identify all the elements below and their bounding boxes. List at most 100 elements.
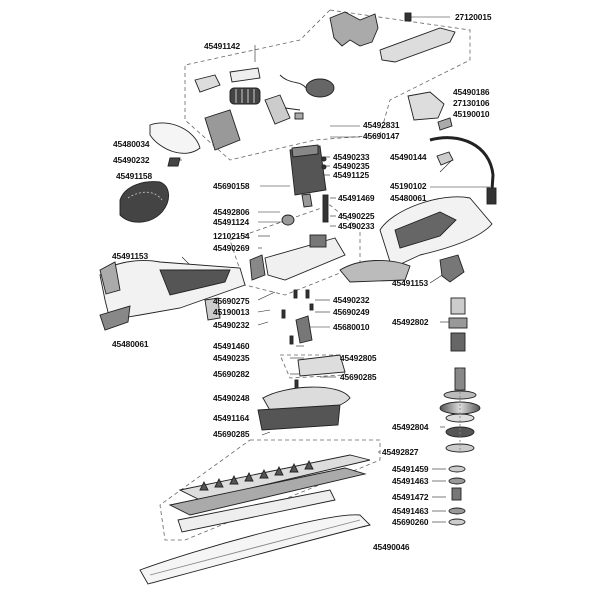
switch-assembly bbox=[194, 11, 456, 151]
cable-grip-45490144 bbox=[436, 151, 454, 166]
label-45680010: 45680010 bbox=[333, 322, 370, 332]
switch-bracket bbox=[194, 74, 221, 93]
label-45491142: 45491142 bbox=[204, 41, 240, 51]
label-45190102: 45190102 bbox=[390, 181, 427, 191]
label-45491469: 45491469 bbox=[338, 193, 375, 203]
label-45490235-a: 45490235 bbox=[333, 161, 370, 171]
handle-end bbox=[99, 261, 121, 295]
label-45490225: 45490225 bbox=[338, 211, 375, 221]
blade-group bbox=[139, 454, 371, 585]
washer-45491459 bbox=[448, 465, 466, 473]
label-45490232-a: 45490232 bbox=[113, 155, 150, 165]
bearing-block bbox=[309, 234, 327, 248]
label-45490186: 45490186 bbox=[453, 87, 490, 97]
blade-teeth bbox=[199, 459, 314, 491]
cord-plug bbox=[486, 187, 497, 205]
label-45490046: 45490046 bbox=[373, 542, 410, 552]
left-small-parts bbox=[119, 122, 201, 223]
cover-plate-outline bbox=[279, 354, 346, 379]
blade-cover-edge bbox=[149, 519, 361, 576]
handle-grip-insert bbox=[394, 211, 457, 249]
label-45480034: 45480034 bbox=[113, 139, 150, 149]
label-45690147: 45690147 bbox=[363, 131, 400, 141]
label-45491164: 45491164 bbox=[213, 413, 249, 423]
switch-module bbox=[229, 87, 261, 105]
right-handle-group bbox=[339, 91, 497, 283]
gear-housing-45492806 bbox=[264, 237, 346, 281]
clip-45190013 bbox=[204, 297, 221, 321]
blade-lower bbox=[168, 467, 367, 516]
label-45492831: 45492831 bbox=[363, 120, 400, 130]
switch-ribs bbox=[235, 89, 255, 103]
housing-rib bbox=[159, 269, 231, 296]
hand-strap bbox=[149, 122, 201, 154]
label-45190010: 45190010 bbox=[453, 109, 490, 119]
motor-top-cap bbox=[291, 144, 319, 158]
label-45491460: 45491460 bbox=[213, 341, 250, 351]
washer-45690260 bbox=[448, 518, 466, 526]
label-45690275: 45690275 bbox=[213, 296, 250, 306]
label-45491158: 45491158 bbox=[116, 171, 152, 181]
bushing-45491472 bbox=[451, 487, 462, 501]
label-12102154: 12102154 bbox=[213, 231, 250, 241]
blade-cover-45490046 bbox=[139, 514, 371, 585]
label-45491463-a: 45491463 bbox=[392, 476, 429, 486]
cable-holder-45490186 bbox=[407, 91, 445, 121]
label-45492827: 45492827 bbox=[382, 447, 419, 457]
label-45490233-b: 45490233 bbox=[338, 221, 375, 231]
spring-holder-45492802 bbox=[450, 297, 466, 315]
label-45491459: 45491459 bbox=[392, 464, 429, 474]
crank-45680010 bbox=[295, 315, 313, 344]
screw-45490232-top bbox=[167, 157, 181, 167]
power-cord-45190102 bbox=[429, 136, 495, 191]
label-45490144: 45490144 bbox=[390, 152, 427, 162]
label-45490248: 45490248 bbox=[213, 393, 250, 403]
plug-27130106 bbox=[437, 117, 453, 131]
switch-button-45491153 bbox=[439, 254, 465, 283]
label-45490233-a: 45490233 bbox=[333, 152, 370, 162]
label-45190013: 45190013 bbox=[213, 307, 250, 317]
blade-guide-bar bbox=[177, 489, 336, 533]
lower-cover bbox=[257, 404, 341, 431]
label-27120015: 27120015 bbox=[455, 12, 492, 22]
bearing-45491124 bbox=[281, 214, 295, 226]
label-45490232-b: 45490232 bbox=[333, 295, 370, 305]
motor-shaft bbox=[301, 193, 313, 208]
blade-assembly-outline bbox=[159, 439, 381, 541]
guard-cover-45491158 bbox=[119, 181, 169, 223]
terminal bbox=[294, 112, 304, 120]
label-45690285-a: 45690285 bbox=[340, 372, 377, 382]
label-45491472: 45491472 bbox=[392, 492, 429, 502]
left-housing-group bbox=[99, 260, 246, 331]
center-housing-group bbox=[249, 214, 351, 431]
label-45490235-b: 45490235 bbox=[213, 353, 250, 363]
hand-guard bbox=[339, 259, 411, 283]
housing-foot bbox=[99, 305, 131, 331]
spring-holder bbox=[264, 94, 291, 125]
label-45491124: 45491124 bbox=[213, 217, 249, 227]
label-45492806: 45492806 bbox=[213, 207, 250, 217]
label-27130106: 27130106 bbox=[453, 98, 490, 108]
capacitor bbox=[305, 78, 335, 98]
drive-stack bbox=[439, 297, 481, 526]
label-45690282: 45690282 bbox=[213, 369, 250, 379]
label-45490232-c: 45490232 bbox=[213, 320, 250, 330]
label-45491125: 45491125 bbox=[333, 170, 369, 180]
spacer-rod-45491469 bbox=[322, 194, 329, 223]
label-45690260: 45690260 bbox=[392, 517, 429, 527]
lock-lever bbox=[379, 27, 456, 63]
label-45480061-a: 45480061 bbox=[390, 193, 427, 203]
spindle bbox=[454, 367, 466, 391]
label-45491463-b: 45491463 bbox=[392, 506, 429, 516]
label-45492804: 45492804 bbox=[392, 422, 429, 432]
label-45690158: 45690158 bbox=[213, 181, 250, 191]
label-45491153-a: 45491153 bbox=[112, 251, 148, 261]
cover-plate-45492805 bbox=[297, 354, 346, 377]
cable-clamp bbox=[229, 67, 261, 83]
label-45690249: 45690249 bbox=[333, 307, 370, 317]
label-45490269: 45490269 bbox=[213, 243, 250, 253]
spring bbox=[450, 332, 466, 352]
label-45492805: 45492805 bbox=[340, 353, 377, 363]
